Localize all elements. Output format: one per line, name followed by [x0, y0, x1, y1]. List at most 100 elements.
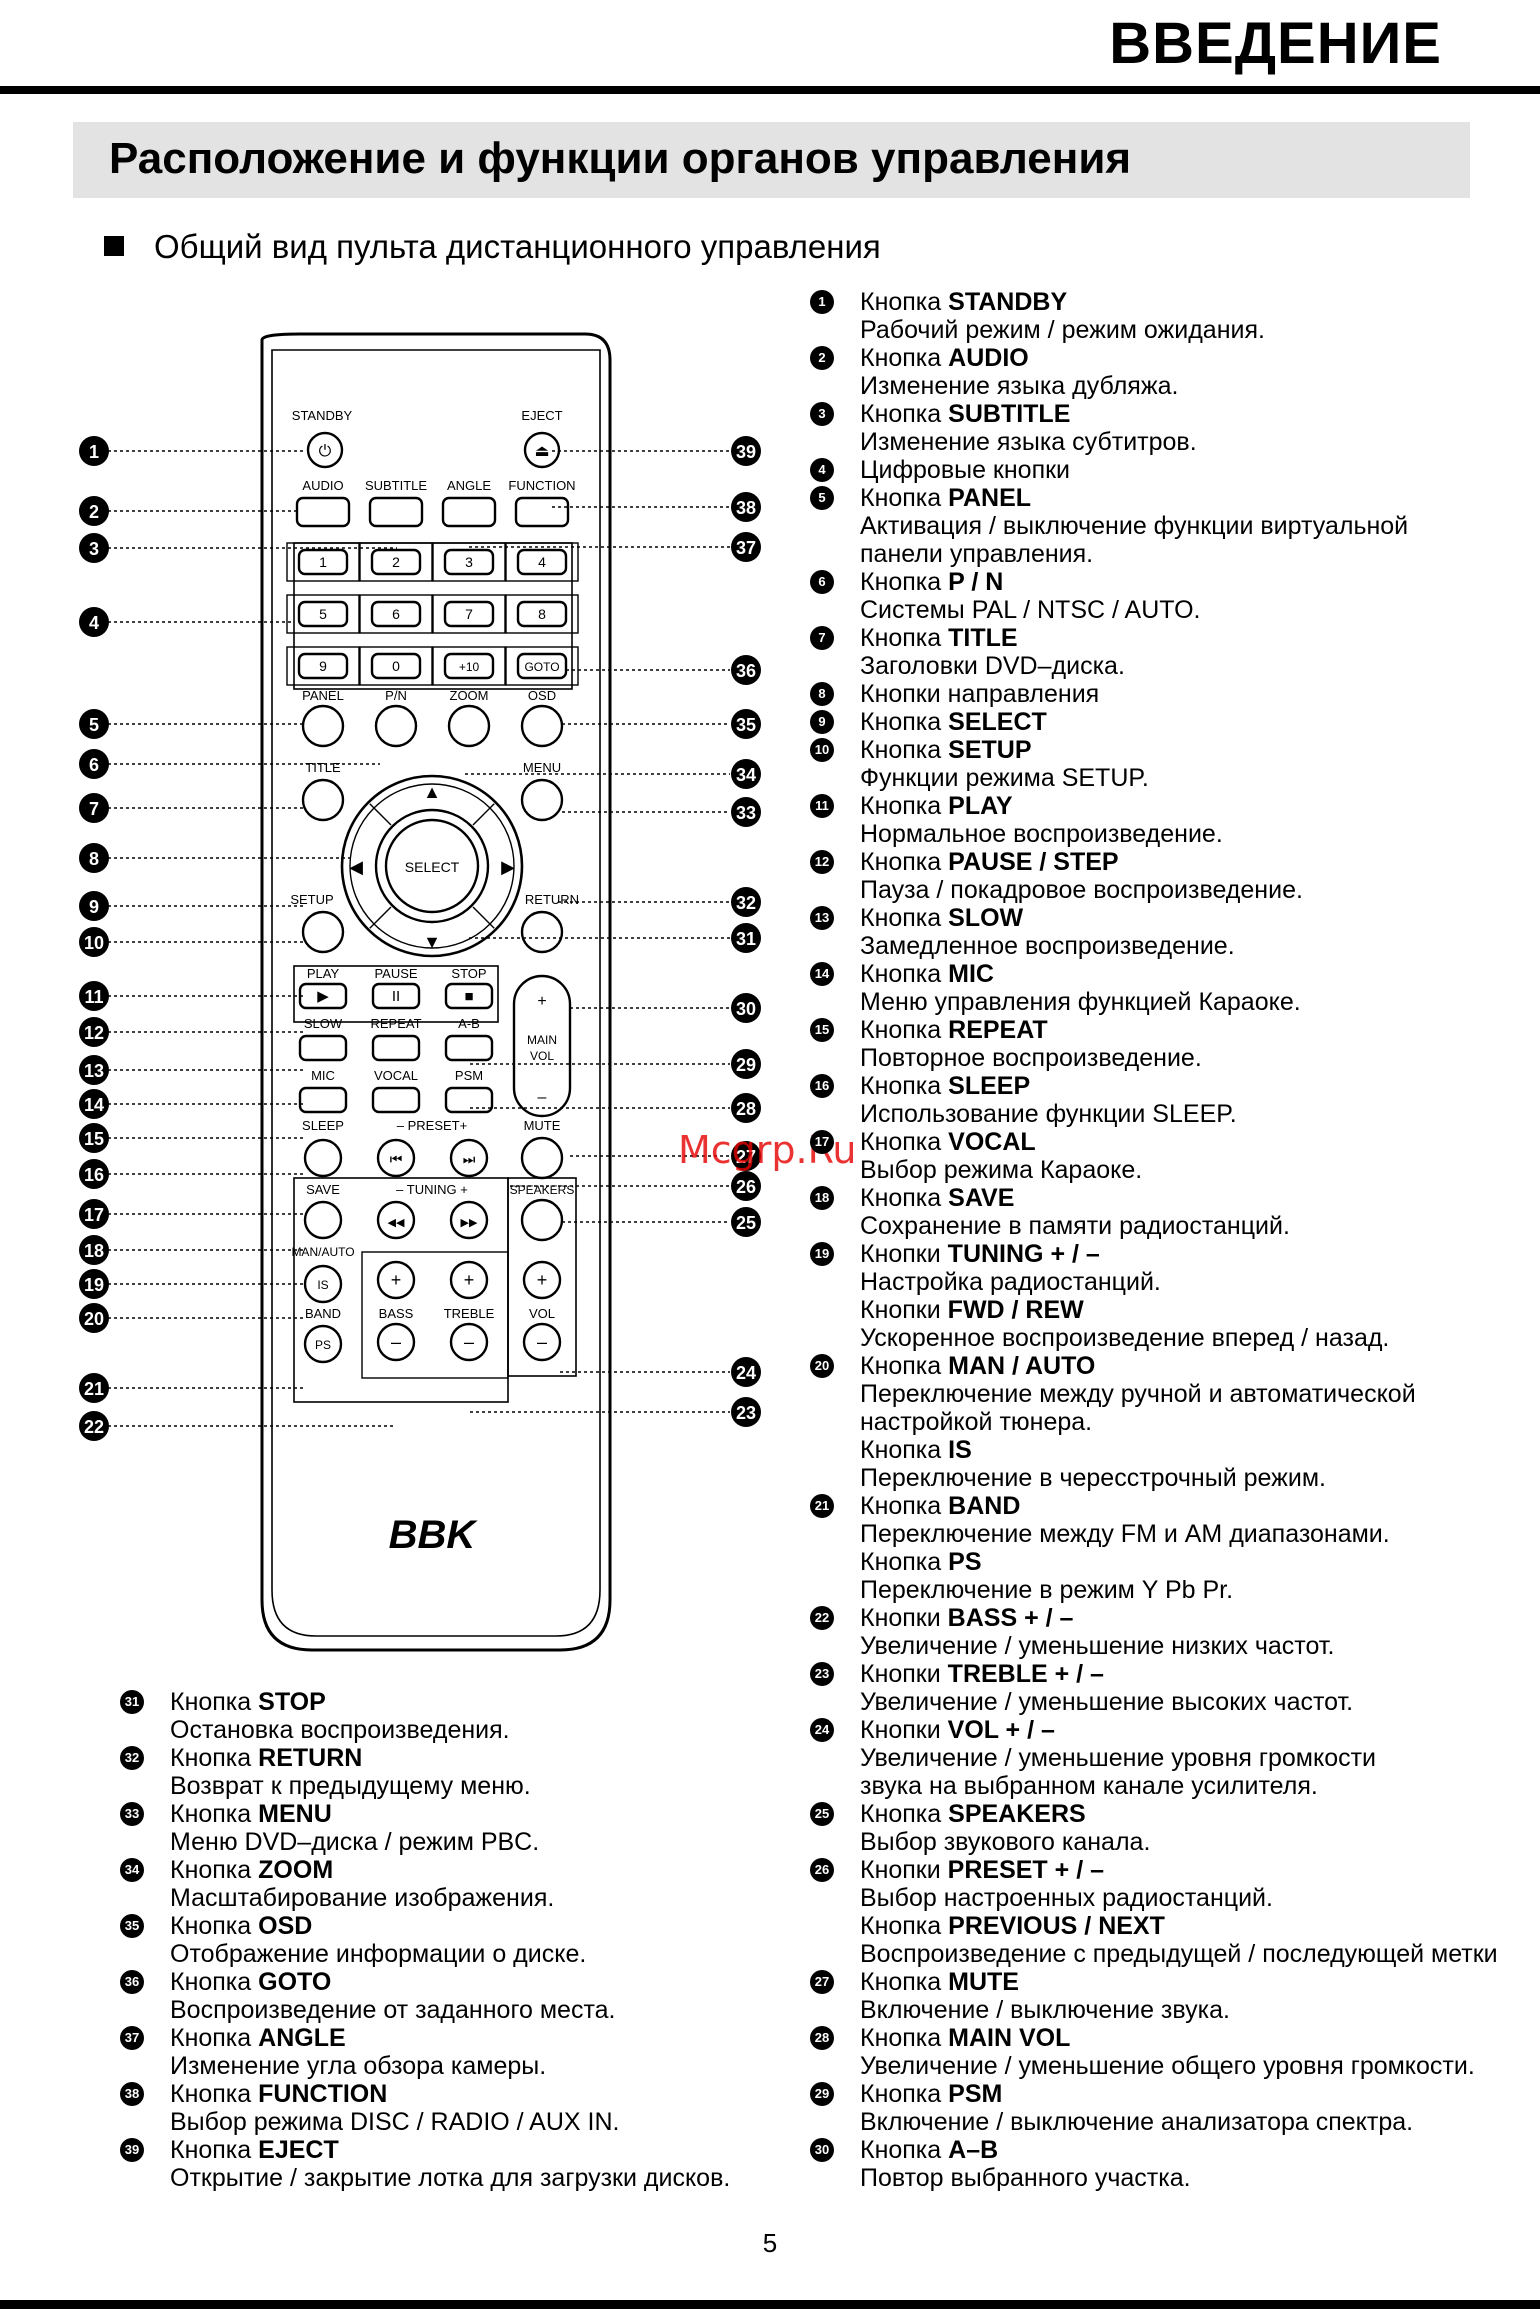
- digit-button[interactable]: [516, 548, 568, 576]
- pause-button[interactable]: [371, 982, 421, 1010]
- digit-button[interactable]: [443, 600, 495, 628]
- title-button[interactable]: [301, 778, 345, 822]
- callout-badge: [731, 436, 761, 466]
- slow-button[interactable]: [298, 1034, 348, 1062]
- legend-line: Кнопка P / N: [860, 568, 1004, 596]
- main-vol-minus: –: [538, 1089, 547, 1106]
- sleep-button[interactable]: [303, 1138, 343, 1178]
- digit-button[interactable]: [516, 600, 568, 628]
- ab-button[interactable]: [444, 1034, 494, 1062]
- ring-divider: [369, 906, 392, 929]
- return-button[interactable]: [520, 910, 564, 954]
- digit-button[interactable]: [297, 600, 349, 628]
- callout-number: 8: [89, 849, 99, 869]
- play-label: PLAY: [307, 966, 340, 981]
- mic-button[interactable]: [298, 1086, 348, 1114]
- callout-badge: [731, 1357, 761, 1387]
- return-label: RETURN: [525, 892, 579, 907]
- vocal-button[interactable]: [371, 1086, 421, 1114]
- function-label: FUNCTION: [508, 478, 575, 493]
- legend-line: Системы PAL / NTSC / AUTO.: [860, 596, 1201, 624]
- callout-number: 18: [84, 1241, 104, 1261]
- digit-cell: [505, 542, 579, 582]
- eject-button[interactable]: [523, 431, 561, 469]
- callout-number: 33: [736, 803, 756, 823]
- digit-button[interactable]: [370, 652, 422, 680]
- tuning-plus-button[interactable]: [449, 1200, 489, 1240]
- audio-button[interactable]: [295, 496, 351, 528]
- setup-button[interactable]: [301, 910, 345, 954]
- prev-button[interactable]: [376, 1138, 416, 1178]
- angle-button[interactable]: [441, 496, 497, 528]
- bass-label: BASS: [379, 1306, 414, 1321]
- treble-minus-button[interactable]: [449, 1322, 489, 1362]
- legend-line: Замедленное воспроизведение.: [860, 932, 1235, 960]
- callout-badge: [79, 1373, 109, 1403]
- tuning-minus-button[interactable]: [376, 1200, 416, 1240]
- vol-minus-button[interactable]: [522, 1322, 562, 1362]
- zoom-button[interactable]: [447, 704, 491, 748]
- legend-number-badge: 30: [810, 2138, 834, 2162]
- legend-number-badge: 18: [810, 1186, 834, 1210]
- direction-ring-inner: [349, 783, 515, 949]
- digit-label: 7: [465, 606, 473, 622]
- main-vol-rocker[interactable]: [512, 974, 572, 1118]
- select-button[interactable]: [384, 818, 480, 914]
- mute-button[interactable]: [520, 1136, 564, 1180]
- callout-badge: [79, 1269, 109, 1299]
- legend-line: Кнопка MIC: [860, 960, 994, 988]
- legend-line: Увеличение / уменьшение высоких частот.: [860, 1688, 1354, 1716]
- digit-cell: [286, 646, 360, 686]
- bass-minus-button[interactable]: [376, 1322, 416, 1362]
- standby-button[interactable]: [306, 431, 344, 469]
- legend-line: Выбор режима DISC / RADIO / AUX IN.: [170, 2108, 620, 2136]
- legend-number-badge: 12: [810, 850, 834, 874]
- digit-button[interactable]: [370, 600, 422, 628]
- legend-number-badge: 26: [810, 1858, 834, 1882]
- ps-button[interactable]: [303, 1324, 343, 1364]
- bass-plus-button[interactable]: [376, 1260, 416, 1300]
- digit-button[interactable]: [443, 652, 495, 680]
- callout-number: 15: [84, 1129, 104, 1149]
- legend-line: Кнопка MENU: [170, 1800, 332, 1828]
- osd-button[interactable]: [520, 704, 564, 748]
- speakers-button[interactable]: [520, 1198, 564, 1242]
- is-button[interactable]: [303, 1264, 343, 1304]
- next-button[interactable]: [449, 1138, 489, 1178]
- legend-line: Кнопки PRESET + / –: [860, 1856, 1104, 1884]
- callout-badge: [731, 1049, 761, 1079]
- digit-button[interactable]: [443, 548, 495, 576]
- callout-number: 28: [736, 1099, 756, 1119]
- panel-button[interactable]: [301, 704, 345, 748]
- callout-badge: [731, 887, 761, 917]
- subtitle-button[interactable]: [368, 496, 424, 528]
- callout-number: 3: [89, 539, 99, 559]
- stop-button[interactable]: [444, 982, 494, 1010]
- bass-minus-button-glyph: –: [391, 1332, 401, 1352]
- psm-button[interactable]: [444, 1086, 494, 1114]
- treble-plus-button[interactable]: [449, 1260, 489, 1300]
- digit-label: 2: [392, 554, 400, 570]
- vol-plus-button[interactable]: [522, 1260, 562, 1300]
- digit-button[interactable]: [297, 548, 349, 576]
- save-button[interactable]: [303, 1200, 343, 1240]
- repeat-button[interactable]: [371, 1034, 421, 1062]
- digit-button[interactable]: [370, 548, 422, 576]
- menu-button[interactable]: [520, 778, 564, 822]
- save-label: SAVE: [306, 1182, 340, 1197]
- function-button[interactable]: [514, 496, 570, 528]
- subheading-text: Общий вид пульта дистанционного управлен…: [154, 228, 881, 265]
- pn-button[interactable]: [374, 704, 418, 748]
- digit-button[interactable]: [516, 652, 568, 680]
- digit-button[interactable]: [297, 652, 349, 680]
- callout-number: 20: [84, 1309, 104, 1329]
